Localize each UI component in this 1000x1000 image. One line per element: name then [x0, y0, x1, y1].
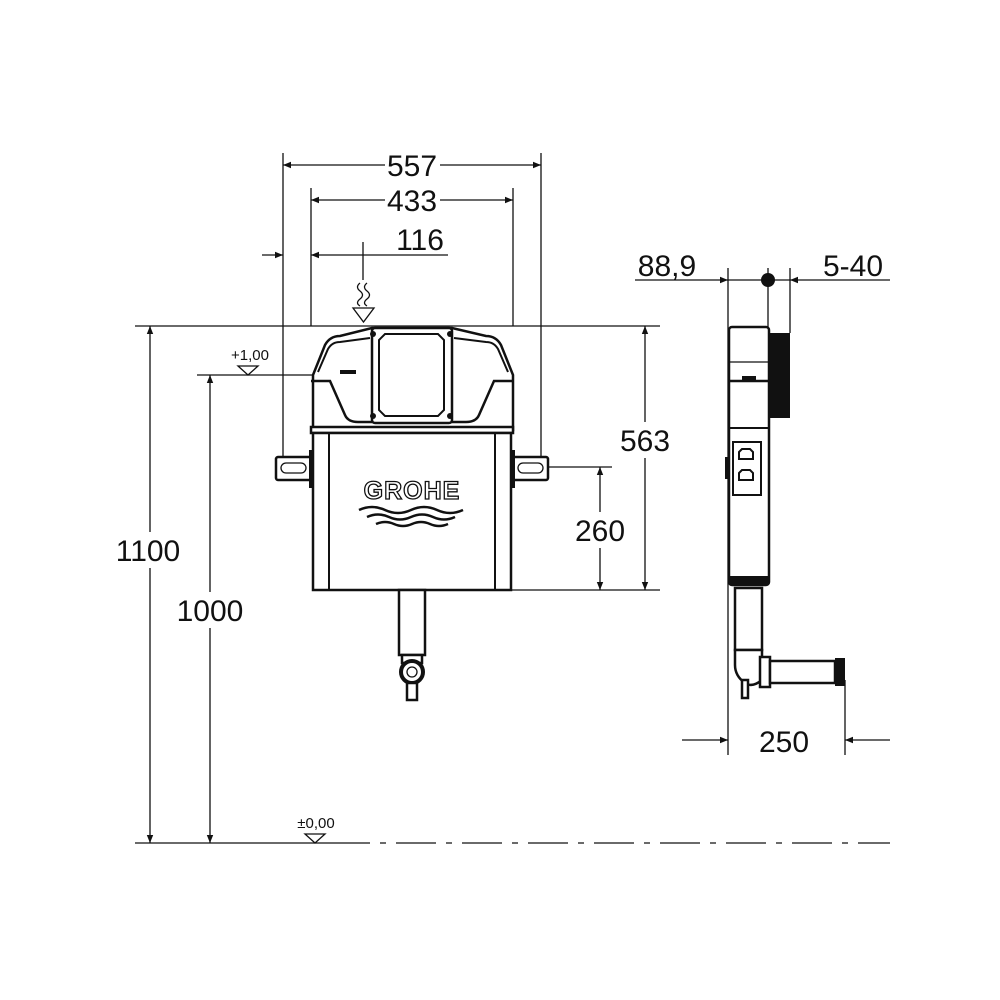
- right-wall-bracket: [510, 450, 550, 488]
- floor-line: ±0,00: [135, 815, 890, 844]
- dimension-plate-range: 5-40: [790, 250, 890, 284]
- dimension-outlet-length: 250: [682, 726, 890, 759]
- svg-text:433: 433: [387, 185, 437, 218]
- floor-level-label: ±0,00: [297, 815, 334, 832]
- dimension-depth: 88,9: [635, 250, 728, 284]
- dimension-flush-offset: 116: [262, 224, 448, 259]
- left-wall-bracket: [274, 450, 314, 488]
- dimension-bracket-height: 260: [567, 467, 635, 590]
- svg-text:250: 250: [759, 726, 809, 759]
- cistern-side-view: [725, 325, 845, 700]
- dimension-frame-width: 433: [311, 185, 513, 218]
- floor-level-triangle-icon: [303, 833, 327, 844]
- upper-level-marker: +1,00: [231, 347, 269, 376]
- grohe-logo: GROHE: [358, 476, 464, 528]
- cistern-front-view: GROHE: [274, 326, 550, 702]
- level-triangle-icon: [236, 365, 260, 376]
- svg-text:GROHE: GROHE: [364, 477, 461, 505]
- svg-text:116: 116: [396, 224, 444, 257]
- svg-text:563: 563: [620, 425, 670, 458]
- dimension-cistern-height: 563: [612, 326, 680, 590]
- svg-text:1100: 1100: [116, 535, 181, 568]
- svg-text:88,9: 88,9: [638, 250, 696, 283]
- svg-text:5-40: 5-40: [823, 250, 883, 283]
- dimension-overall-width: 557: [283, 150, 541, 183]
- svg-text:+1,00: +1,00: [231, 347, 269, 364]
- svg-text:1000: 1000: [177, 595, 244, 628]
- dimension-flush-height: 1000: [170, 375, 250, 843]
- svg-text:557: 557: [387, 150, 437, 183]
- flush-point-icon: [351, 282, 376, 324]
- flush-pipe: [397, 588, 427, 702]
- svg-text:260: 260: [575, 515, 625, 548]
- dimension-total-height: 1100: [110, 326, 190, 843]
